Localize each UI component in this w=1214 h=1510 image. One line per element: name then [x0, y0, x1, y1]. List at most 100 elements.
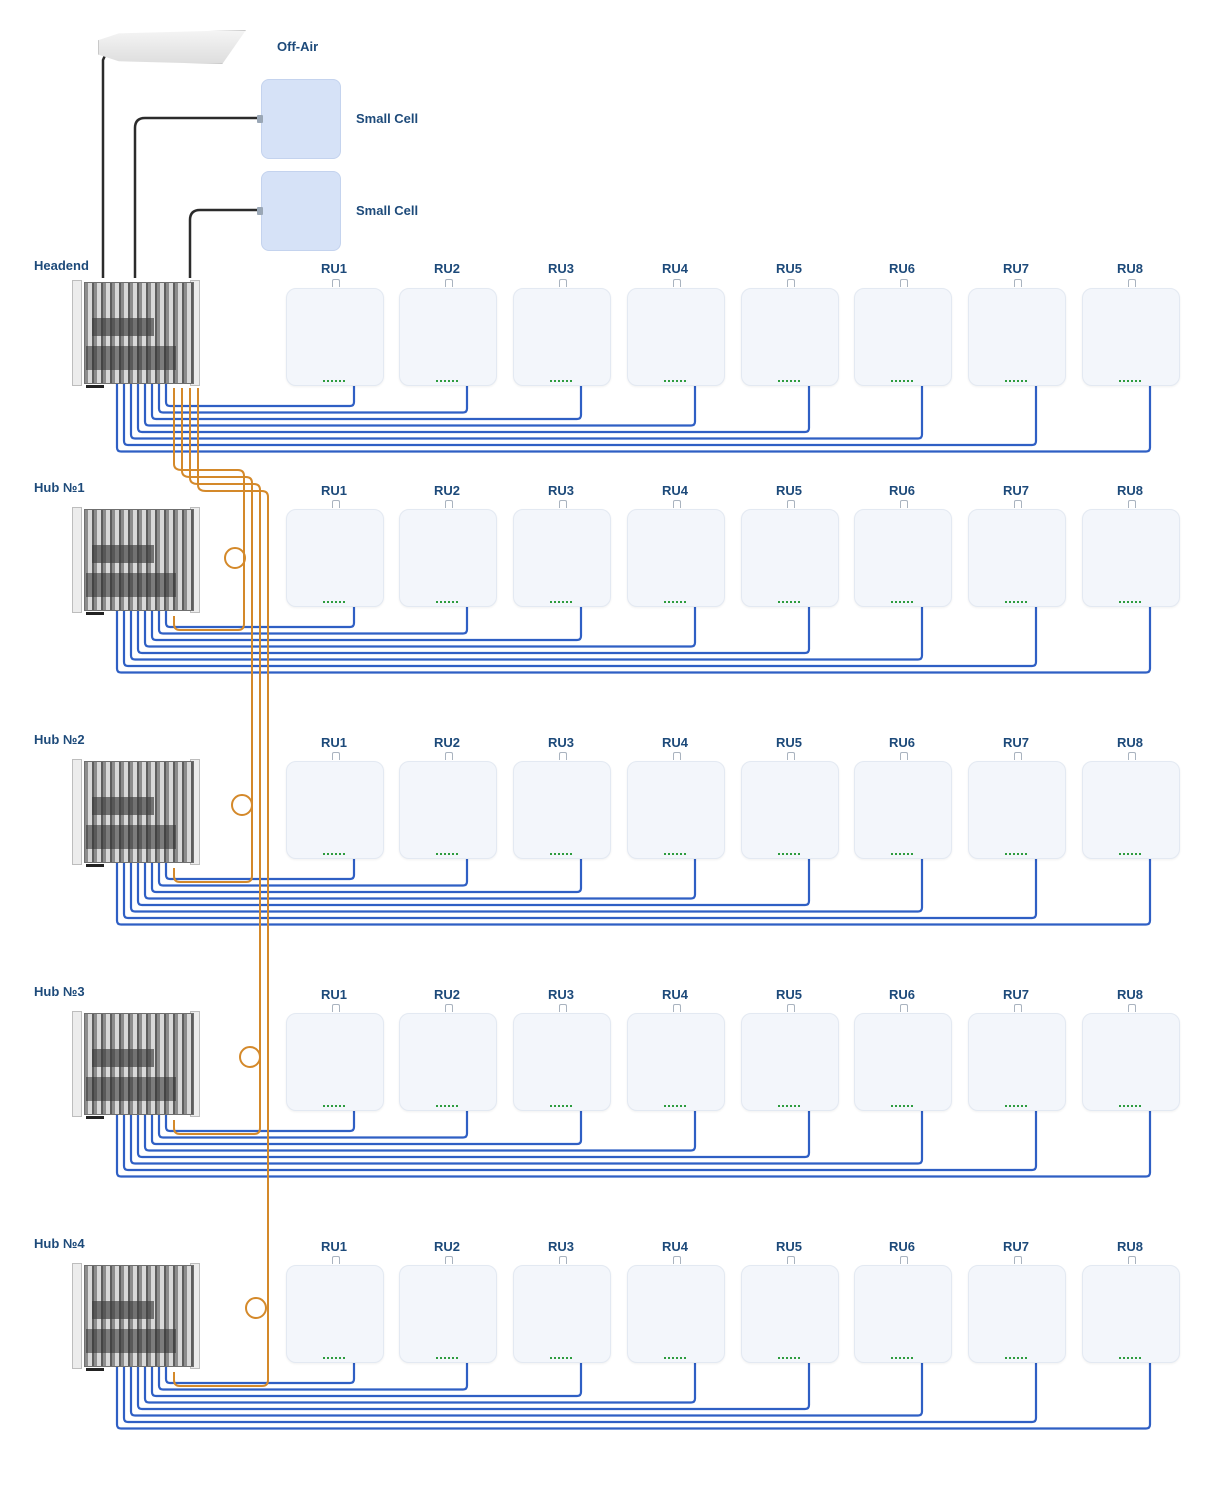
antenna-port-icon	[787, 1004, 795, 1012]
ru-cable	[150, 858, 583, 894]
status-led-icon	[1119, 1357, 1143, 1359]
remote-unit-label: RU7	[1002, 483, 1029, 498]
fiber-coil-icon	[239, 1046, 261, 1068]
ru-cable	[157, 1110, 469, 1139]
ru-cable	[122, 1362, 1038, 1424]
antenna-port-icon	[332, 500, 340, 508]
remote-unit	[968, 1004, 1066, 1111]
remote-unit-label: RU4	[661, 483, 688, 498]
antenna-port-icon	[900, 752, 908, 760]
status-led-icon	[550, 853, 574, 855]
headend-unit-icon	[72, 276, 202, 388]
remote-unit	[399, 500, 497, 607]
status-led-icon	[323, 853, 347, 855]
antenna-port-icon	[1128, 752, 1136, 760]
remote-unit-label: RU8	[1116, 735, 1143, 750]
remote-unit-label: RU7	[1002, 1239, 1029, 1254]
remote-unit	[513, 1256, 611, 1363]
ru-cable	[143, 1362, 697, 1404]
off-air-antenna-icon	[98, 30, 246, 64]
status-led-icon	[550, 1105, 574, 1107]
status-led-icon	[436, 380, 460, 382]
ru-cable	[157, 606, 469, 635]
hub-label: Hub №3	[34, 984, 85, 999]
antenna-port-icon	[900, 279, 908, 287]
antenna-port-icon	[1128, 1004, 1136, 1012]
remote-unit-label: RU1	[320, 1239, 347, 1254]
ru-cable	[150, 384, 583, 421]
ru-cable	[129, 1362, 924, 1417]
remote-unit-label: RU2	[433, 261, 460, 276]
off-air-label: Off-Air	[277, 39, 319, 54]
status-led-icon	[1119, 380, 1143, 382]
remote-unit-label: RU4	[661, 987, 688, 1002]
ru-cable	[136, 858, 811, 907]
status-led-icon	[664, 601, 688, 603]
ru-cable	[157, 858, 469, 887]
small-cell-1-label: Small Cell	[356, 111, 419, 126]
antenna-port-icon	[900, 1004, 908, 1012]
remote-unit-label: RU6	[888, 261, 915, 276]
antenna-port-icon	[900, 1256, 908, 1264]
ru-cable	[115, 1110, 1152, 1178]
ru-cable	[164, 384, 356, 408]
antenna-port-icon	[559, 1256, 567, 1264]
ru-cable	[122, 1110, 1038, 1172]
small-cell-2-cable	[188, 208, 258, 278]
remote-unit	[1082, 1004, 1180, 1111]
remote-unit-label: RU7	[1002, 987, 1029, 1002]
remote-unit	[1082, 279, 1180, 386]
remote-unit	[1082, 1256, 1180, 1363]
remote-unit-label: RU4	[661, 735, 688, 750]
hub-unit-icon	[72, 503, 202, 615]
status-led-icon	[1005, 1357, 1029, 1359]
status-led-icon	[778, 853, 802, 855]
antenna-port-icon	[673, 279, 681, 287]
remote-unit-label: RU5	[775, 987, 802, 1002]
fiber-coil-icon	[245, 1297, 267, 1319]
fiber-hub-link	[173, 388, 269, 1387]
ru-cable	[115, 1362, 1152, 1430]
antenna-port-icon	[445, 1256, 453, 1264]
ru-cable	[143, 384, 697, 427]
remote-unit-label: RU2	[433, 483, 460, 498]
headend-label: Headend	[34, 258, 89, 273]
small-cell-port-icon	[257, 115, 263, 123]
ru-cable	[122, 384, 1038, 447]
antenna-port-icon	[332, 752, 340, 760]
antenna-port-icon	[445, 1004, 453, 1012]
antenna-port-icon	[332, 279, 340, 287]
status-led-icon	[550, 1357, 574, 1359]
ru-cable	[136, 1110, 811, 1159]
antenna-port-icon	[1128, 500, 1136, 508]
status-led-icon	[1119, 1105, 1143, 1107]
antenna-port-icon	[445, 279, 453, 287]
remote-unit	[627, 1256, 725, 1363]
status-led-icon	[778, 1105, 802, 1107]
remote-unit-label: RU6	[888, 483, 915, 498]
ru-cable	[150, 1362, 583, 1398]
status-led-icon	[778, 601, 802, 603]
remote-unit	[741, 500, 839, 607]
antenna-port-icon	[1014, 1004, 1022, 1012]
ru-cable	[115, 606, 1152, 674]
antenna-port-icon	[1128, 279, 1136, 287]
status-led-icon	[1005, 1105, 1029, 1107]
antenna-port-icon	[900, 500, 908, 508]
small-cell-2	[257, 171, 341, 251]
status-led-icon	[1119, 853, 1143, 855]
status-led-icon	[891, 1105, 915, 1107]
remote-unit	[854, 1256, 952, 1363]
status-led-icon	[436, 1357, 460, 1359]
remote-unit	[968, 752, 1066, 859]
hub-unit-icon	[72, 1259, 202, 1371]
status-led-icon	[891, 601, 915, 603]
remote-unit-label: RU3	[547, 261, 574, 276]
fiber-hub-link	[173, 388, 253, 883]
ru-cable	[129, 858, 924, 913]
remote-unit	[286, 1256, 384, 1363]
ru-cable	[136, 606, 811, 655]
fiber-hub-link	[173, 388, 261, 1135]
remote-unit-label: RU6	[888, 987, 915, 1002]
hub-label: Hub №1	[34, 480, 85, 495]
